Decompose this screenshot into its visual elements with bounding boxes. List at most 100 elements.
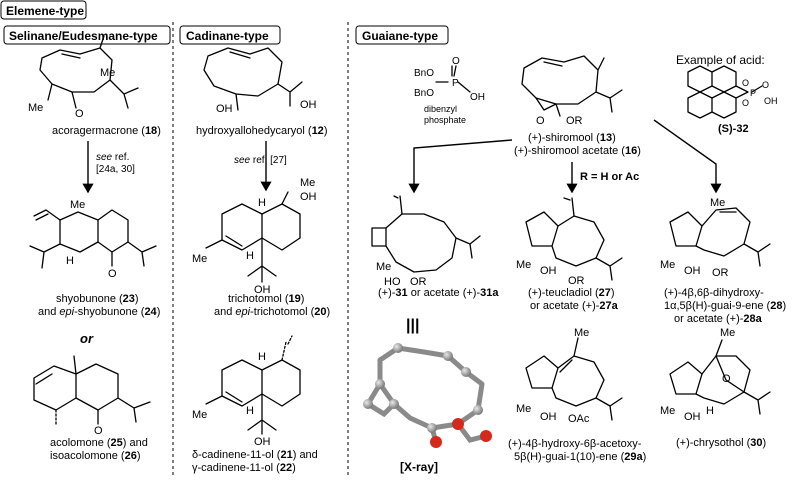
paren: ) xyxy=(327,306,331,318)
compound-number: 18 xyxy=(145,125,157,137)
label-isoacolomone: isoacolomone ( xyxy=(50,450,125,462)
label-28-guaiene: 1α,5β(H)-guai-9-ene ( xyxy=(664,300,771,312)
atom-me: Me xyxy=(192,253,207,265)
label-shiromool-acetate: (+)-shiromool acetate ( xyxy=(514,145,625,157)
label-28-acetate: or acetate (+)- xyxy=(674,313,744,325)
compound-number: 24 xyxy=(144,306,157,318)
compound-number: 19 xyxy=(289,293,301,305)
atom-me: Me xyxy=(710,197,725,209)
label-shiromool: (+)-shiromool ( xyxy=(528,132,600,144)
atom-bno: BnO xyxy=(414,68,434,79)
cadinane-header: Cadinane-type xyxy=(186,29,269,43)
atom-oh: OH xyxy=(684,411,701,423)
label-28: (+)-4β,6β-dihydroxy- xyxy=(664,287,764,299)
ref-see: see xyxy=(96,152,113,163)
atom-me: Me xyxy=(70,199,85,211)
atom-bno: BnO xyxy=(414,88,434,99)
compound-number: 31 xyxy=(395,287,407,299)
atom-p: P xyxy=(750,88,756,98)
label-hydroxyallohedycaryol: hydroxyallohedycaryol ( xyxy=(196,125,312,137)
structure-chiral-phosphoric-acid xyxy=(687,65,763,119)
ref-see: see xyxy=(234,155,251,166)
atom-me: Me xyxy=(720,327,735,339)
atom-me: Me xyxy=(376,261,391,273)
atom-or: OR xyxy=(712,267,729,279)
reagent-name: phosphate xyxy=(424,115,466,125)
paren: ) xyxy=(137,450,141,462)
svg-text:(+)-chrysothol (30): (+)-chrysothol (30) xyxy=(676,437,766,449)
compound-number: 28a xyxy=(743,313,762,325)
compound-number: 12 xyxy=(312,125,324,137)
ref-text: ref. xyxy=(112,152,129,163)
structure-trichotomol xyxy=(205,191,301,283)
svg-text:(+)-shiromool (13): (+)-shiromool (13) xyxy=(528,132,616,144)
atom-o: O xyxy=(75,108,84,120)
label-teucladiol: (+)-teucladiol ( xyxy=(528,287,599,299)
svg-text:and epi-shyobunone (24): and epi-shyobunone (24) xyxy=(38,306,160,318)
xray-label: [X-ray] xyxy=(400,460,438,474)
paren: ) xyxy=(643,451,647,463)
label-chrysothol: (+)-chrysothol ( xyxy=(676,437,751,449)
svg-text:5β(H)-guai-1(10)-ene (29a): 5β(H)-guai-1(10)-ene (29a) xyxy=(514,451,646,463)
compound-number: 28 xyxy=(770,300,782,312)
structure-dibenzyl-phosphate xyxy=(435,65,471,93)
structure-30 xyxy=(669,339,771,415)
label-and: and xyxy=(214,306,235,318)
paren: ) xyxy=(763,437,767,449)
label-epi-shyobunone: -shyobunone ( xyxy=(74,306,145,318)
label-31-acetate: or acetate (+)- xyxy=(408,287,481,299)
label-31: (+)- xyxy=(378,287,396,299)
atom-me: Me xyxy=(28,102,43,114)
paren: ) xyxy=(292,462,296,474)
compound-number: 20 xyxy=(314,306,326,318)
atom-me: Me xyxy=(100,67,115,79)
atom-me: Me xyxy=(192,409,207,421)
atom-oh: OH xyxy=(254,436,271,448)
label-29a: (+)-4β-hydroxy-6β-acetoxy- xyxy=(508,438,642,450)
atom-or: OR xyxy=(566,115,583,127)
structure-31 xyxy=(371,195,481,273)
compound-number: 13 xyxy=(600,132,612,144)
paren: ) xyxy=(135,293,139,305)
ref-citation: [24a, 30] xyxy=(96,164,135,175)
elemene-header-box xyxy=(0,0,87,20)
ref-text: ref. [27] xyxy=(250,155,287,166)
svg-text:isoacolomone (26): isoacolomone (26) xyxy=(50,450,141,462)
atom-oh: OH xyxy=(684,265,701,277)
paren: ) and xyxy=(123,437,148,449)
atom-h: H xyxy=(258,197,266,209)
label-epi: epi xyxy=(59,306,74,318)
atom-o: O xyxy=(742,78,749,88)
structure-acoragermacrone xyxy=(39,35,139,109)
atom-h: H xyxy=(66,255,74,267)
atom-o: O xyxy=(94,425,103,437)
atom-h: H xyxy=(706,405,714,417)
paren: ) xyxy=(637,145,641,157)
atom-o: O xyxy=(108,268,117,280)
compound-number: 26 xyxy=(125,450,137,462)
atom-or: OR xyxy=(410,276,427,288)
compound-number: 23 xyxy=(123,293,135,305)
atom-oh: OH xyxy=(300,191,317,203)
arrow-to-31 xyxy=(408,139,513,194)
svg-text:see ref.: see ref. xyxy=(96,152,129,163)
svg-text:and epi-trichotomol (20): and epi-trichotomol (20) xyxy=(214,306,330,318)
atom-me: Me xyxy=(660,259,675,271)
atom-oh: OH xyxy=(764,96,778,106)
svg-text:(+)-31 or acetate (+)-31a: (+)-31 or acetate (+)-31a xyxy=(378,287,499,299)
atom-o: O xyxy=(722,373,731,385)
cadinane-header-box xyxy=(179,25,281,45)
atom-o: O xyxy=(742,98,749,108)
atom-oh: OH xyxy=(254,284,271,296)
svg-text:(+)-teucladiol (27): (+)-teucladiol (27) xyxy=(528,287,615,299)
compound-number: 21 xyxy=(280,449,292,461)
reagent-name: dibenzyl xyxy=(424,104,457,114)
atom-p: P xyxy=(452,78,459,89)
paren: ) xyxy=(612,132,616,144)
structure-hydroxyallohedycaryol xyxy=(203,47,303,111)
atom-oh: OH xyxy=(540,265,557,277)
label-gamma-cadinene: γ-cadinene-11-ol ( xyxy=(192,462,280,474)
guaiane-header-box xyxy=(355,25,449,45)
compound-number: 29a xyxy=(624,451,643,463)
